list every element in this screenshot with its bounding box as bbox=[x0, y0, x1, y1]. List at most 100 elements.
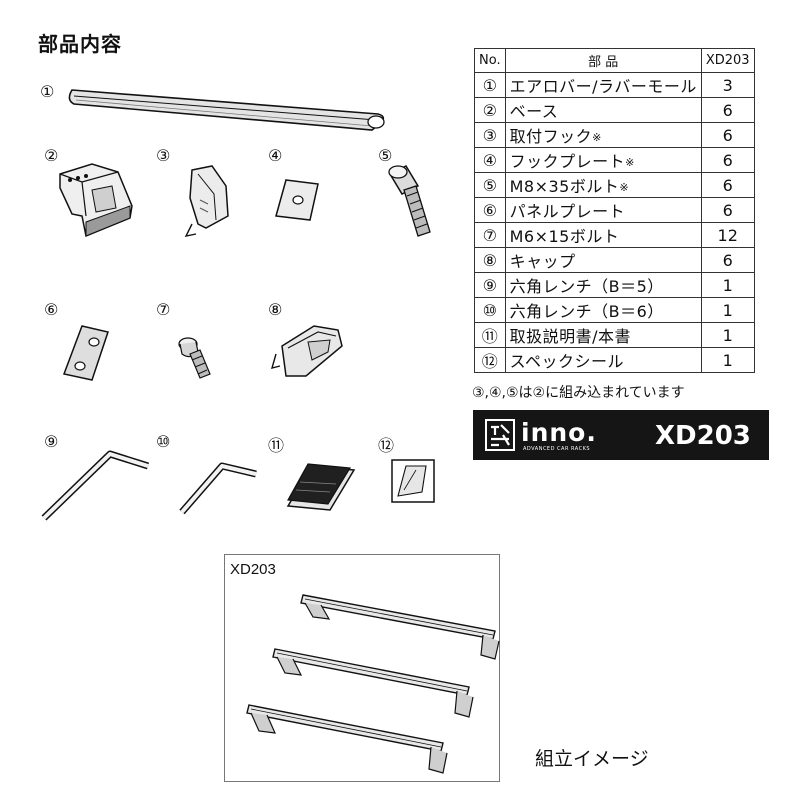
row-qty: 6 bbox=[700, 197, 755, 223]
header-no: No. bbox=[474, 48, 506, 73]
row-name: 取付フック※ bbox=[504, 122, 702, 148]
row-no: ⑨ bbox=[474, 272, 506, 298]
part-label-7: ⑦ bbox=[156, 300, 171, 319]
hex-wrench-6-illustration bbox=[179, 462, 257, 515]
row-name: パネルプレート bbox=[504, 197, 702, 223]
row-name-text: ベース bbox=[509, 102, 559, 121]
row-name: キャップ bbox=[504, 247, 702, 273]
row-qty: 6 bbox=[700, 122, 755, 148]
row-mark: ※ bbox=[625, 156, 635, 169]
row-mark: ※ bbox=[592, 131, 602, 144]
part-label-5: ⑤ bbox=[378, 146, 393, 165]
page-title: 部品内容 bbox=[38, 32, 122, 56]
spec-sticker-illustration bbox=[391, 459, 435, 503]
header-part: 部 品 bbox=[504, 48, 702, 73]
row-qty: 3 bbox=[700, 72, 755, 98]
manual-illustration bbox=[286, 463, 356, 511]
row-no: ② bbox=[474, 97, 506, 123]
row-qty: 6 bbox=[700, 147, 755, 173]
row-name: 六角レンチ（B＝6） bbox=[504, 297, 702, 323]
row-no: ① bbox=[474, 72, 506, 98]
assembly-note: ③,④,⑤は②に組み込まれています bbox=[472, 385, 685, 401]
hex-wrench-5-illustration bbox=[41, 450, 150, 521]
row-name-text: キャップ bbox=[509, 252, 576, 271]
brand-banner: inno. ADVANCED CAR RACKS XD203 bbox=[473, 410, 769, 460]
brand-tagline: ADVANCED CAR RACKS bbox=[523, 446, 591, 452]
part-label-10: ⑩ bbox=[156, 432, 171, 451]
m8-bolt-illustration bbox=[388, 165, 431, 237]
row-name-text: 六角レンチ（B＝6） bbox=[509, 302, 664, 321]
row-no: ③ bbox=[474, 122, 506, 148]
row-no: ⑪ bbox=[474, 322, 506, 348]
row-name-text: エアロバー/ラバーモール bbox=[509, 77, 697, 96]
assembly-image-box: XD203 bbox=[224, 554, 500, 782]
part-label-11: ⑪ bbox=[268, 436, 285, 455]
row-no: ⑧ bbox=[474, 247, 506, 273]
row-name-text: M6×15ボルト bbox=[509, 227, 620, 246]
row-qty: 1 bbox=[700, 347, 755, 373]
row-name-text: 取付フック bbox=[509, 127, 593, 146]
assembly-illustration bbox=[246, 594, 500, 774]
panel-plate-illustration bbox=[62, 325, 109, 381]
table-header-row: No. 部 品 XD203 bbox=[474, 48, 755, 73]
part-label-2: ② bbox=[44, 146, 59, 165]
row-name-text: 六角レンチ（B＝5） bbox=[509, 277, 664, 296]
row-no: ⑫ bbox=[474, 347, 506, 373]
row-name: スペックシール bbox=[504, 347, 702, 373]
part-label-4: ④ bbox=[268, 146, 283, 165]
row-qty: 1 bbox=[700, 297, 755, 323]
part-label-9: ⑨ bbox=[44, 432, 59, 451]
cap-illustration bbox=[270, 325, 343, 377]
row-name: フックプレート※ bbox=[504, 147, 702, 173]
row-qty: 1 bbox=[700, 322, 755, 348]
part-label-1: ① bbox=[40, 82, 55, 101]
row-qty: 6 bbox=[700, 97, 755, 123]
assembled-bar-2 bbox=[272, 648, 474, 718]
row-mark: ※ bbox=[619, 181, 630, 194]
row-name: エアロバー/ラバーモール bbox=[504, 72, 702, 98]
row-name: 取扱説明書/本書 bbox=[504, 322, 702, 348]
m6-bolt-illustration bbox=[178, 337, 211, 379]
aero-bar-illustration bbox=[68, 89, 385, 131]
row-no: ⑥ bbox=[474, 197, 506, 223]
row-name: ベース bbox=[504, 97, 702, 123]
assembled-bar-3 bbox=[246, 704, 448, 774]
header-model: XD203 bbox=[700, 48, 755, 73]
row-name-text: パネルプレート bbox=[509, 202, 626, 221]
assembled-bar-1 bbox=[300, 594, 500, 660]
row-name: 六角レンチ（B＝5） bbox=[504, 272, 702, 298]
base-illustration bbox=[59, 163, 133, 238]
assembly-label: XD203 bbox=[230, 561, 276, 578]
assembly-caption: 組立イメージ bbox=[535, 748, 649, 770]
mounting-hook-illustration bbox=[184, 165, 229, 237]
row-name: M6×15ボルト bbox=[504, 222, 702, 248]
row-no: ⑩ bbox=[474, 297, 506, 323]
row-name-text: 取扱説明書/本書 bbox=[509, 327, 631, 346]
row-qty: 6 bbox=[700, 247, 755, 273]
inno-logo-icon bbox=[485, 419, 515, 451]
part-label-12: ⑫ bbox=[378, 436, 395, 455]
row-no: ⑦ bbox=[474, 222, 506, 248]
hook-plate-illustration bbox=[275, 179, 319, 221]
row-qty: 6 bbox=[700, 172, 755, 198]
row-qty: 12 bbox=[700, 222, 755, 248]
row-name-text: スペックシール bbox=[509, 352, 624, 371]
part-label-8: ⑧ bbox=[268, 300, 283, 319]
row-qty: 1 bbox=[700, 272, 755, 298]
part-label-6: ⑥ bbox=[44, 300, 59, 319]
brand-name: inno. bbox=[521, 418, 597, 447]
brand-model: XD203 bbox=[655, 421, 751, 451]
row-no: ⑤ bbox=[474, 172, 506, 198]
row-name: M8×35ボルト※ bbox=[504, 172, 702, 198]
